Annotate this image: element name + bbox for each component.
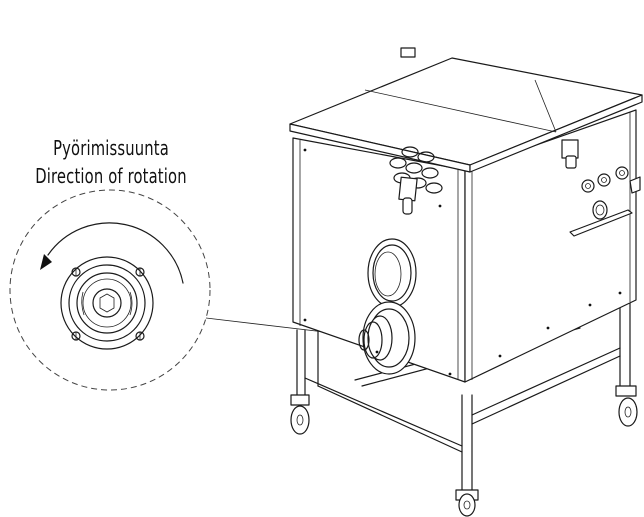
lid-seam bbox=[364, 89, 557, 133]
coupling-inner bbox=[82, 278, 132, 328]
lower-port bbox=[358, 301, 416, 375]
flange-inner bbox=[68, 264, 146, 342]
side-handle bbox=[569, 209, 633, 237]
hub-hex bbox=[99, 293, 115, 313]
rivets bbox=[303, 148, 622, 376]
coupling-hub bbox=[92, 288, 122, 318]
coupling-lug-left bbox=[81, 291, 85, 316]
lid-handle bbox=[400, 47, 416, 58]
upper-port bbox=[367, 238, 417, 308]
detail-outer-circle bbox=[9, 189, 211, 391]
coupling-lug-right bbox=[129, 291, 133, 316]
rotation-arc bbox=[47, 222, 184, 284]
rotation-arrow-icon bbox=[40, 254, 52, 270]
caster-wheels bbox=[290, 385, 638, 517]
flange-outer bbox=[60, 256, 154, 350]
lid-latches bbox=[398, 139, 579, 215]
coupling-outer bbox=[76, 272, 138, 334]
caption-english: Direction of rotation bbox=[35, 164, 187, 188]
machine-drawing bbox=[289, 47, 643, 517]
flange-bolts bbox=[71, 267, 145, 341]
machine-side-face bbox=[464, 109, 637, 383]
caption-finnish: Pyörimissuunta bbox=[53, 136, 169, 160]
connector-detail-view bbox=[9, 189, 211, 391]
control-panel bbox=[581, 166, 629, 220]
